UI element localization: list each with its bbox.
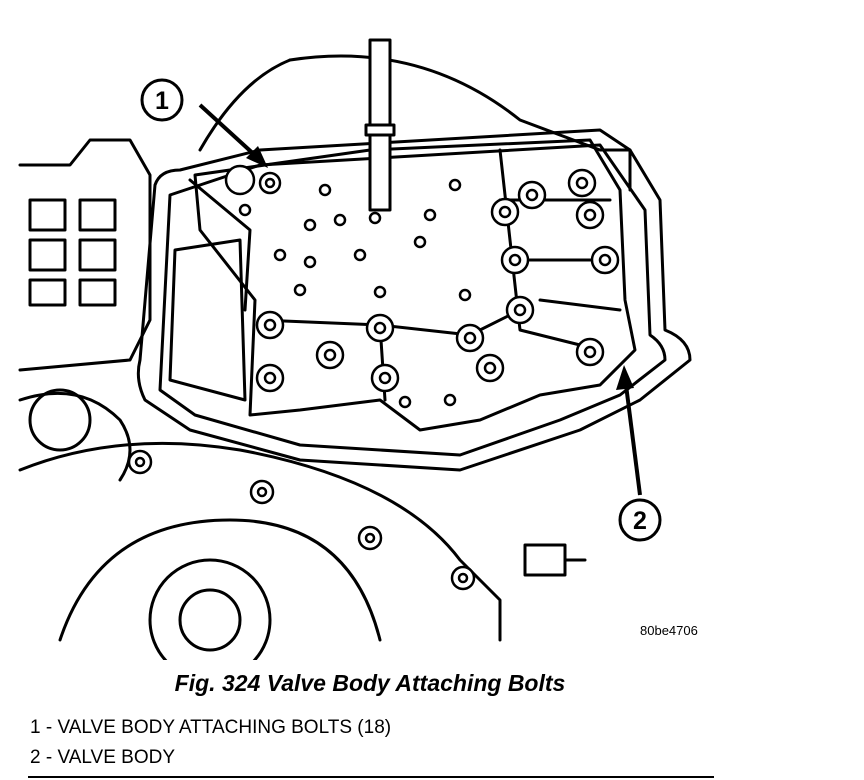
callout-1: 1 [140,78,268,168]
callout-2-number: 2 [633,507,647,535]
legend-item-2: 2 - VALVE BODY [30,747,176,768]
legend: 1 - VALVE BODY ATTACHING BOLTS (18) 2 - … [30,713,391,773]
valve-body-bolts [127,164,620,591]
bottom-divider [28,776,714,778]
valve-body [193,138,637,432]
illustration-code: 80be4706 [640,623,698,638]
upper-housing [288,54,632,192]
callout-1-number: 1 [155,87,169,115]
figure-caption: Fig. 324 Valve Body Attaching Bolts [174,670,566,696]
left-housing [18,138,152,372]
legend-item-1: 1 - VALVE BODY ATTACHING BOLTS (18) [30,717,392,738]
gasket-flange [136,128,692,472]
converter-housing [18,441,502,642]
valve-body-illustration: 1 2 [18,38,692,660]
callout-2: 2 [616,365,662,542]
